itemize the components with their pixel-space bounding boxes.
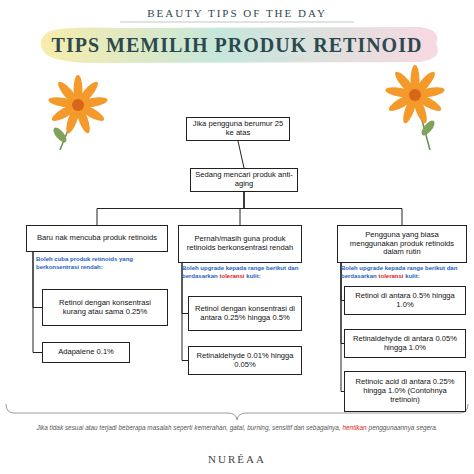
box-text: Retinaldehyde 0.01% hingga 0.05%: [193, 352, 297, 370]
flower-center: [72, 99, 84, 111]
box-content: Retinol di antara 0.5% hingga 1.0%: [349, 292, 461, 310]
footer-note: penggunaannya segera.: [369, 424, 438, 431]
process-box: Retinol di antara 0.5% hingga 1.0%: [344, 286, 466, 315]
box-text: Sedang mencari produk anti-aging: [195, 171, 293, 189]
box-content: Pengguna yang biasa menggunakan produk r…: [342, 231, 462, 258]
box-content: Retinaldehyde 0.01% hingga 0.05%: [193, 352, 297, 370]
note-text-group: Boleh upgrade kepada range berikut dan b…: [182, 265, 307, 281]
brand-name: NURÉAA: [208, 453, 266, 465]
connector-line: [238, 141, 244, 168]
process-box: Retinol dengan konsentrasi kurang atau s…: [42, 289, 168, 326]
note-text: toleransi: [219, 273, 244, 279]
leaf: [51, 126, 69, 145]
process-box: Adapalene 0.1%: [42, 342, 130, 363]
process-box: Sedang mencari produk anti-aging: [190, 168, 298, 192]
box-content: Baru nak mencuba produk retinoids: [37, 234, 157, 243]
box-text: Retinol di antara 0.5% hingga 1.0%: [349, 292, 461, 310]
connector-line: [97, 192, 244, 225]
box-text: Pengguna yang biasa menggunakan produk r…: [342, 231, 462, 258]
connector-line: [244, 192, 402, 225]
flower-center: [409, 89, 421, 101]
process-box: Pengguna yang biasa menggunakan produk r…: [337, 225, 467, 263]
process-box: Baru nak mencuba produk retinoids: [26, 225, 168, 252]
process-box: Retinol dengan konsentrasi di antara 0.2…: [188, 296, 302, 331]
note-text: kulit:: [246, 273, 260, 279]
note-text: kulit:: [405, 273, 419, 279]
rule-line: [120, 22, 354, 23]
process-box: Retinaldehyde di antara 0.05% hingga 1.0…: [344, 329, 466, 358]
box-content: Retinaldehyde di antara 0.05% hingga 1.0…: [349, 335, 461, 353]
box-text: Adapalene 0.1%: [58, 348, 114, 357]
footer-note-group: Jika tidak sesuai atau terjadi beberapa …: [14, 424, 460, 432]
subtitle-group: BEAUTY TIPS OF THE DAY: [0, 6, 474, 20]
note-text-group: Boleh upgrade kepada range berikut dan b…: [341, 265, 469, 281]
box-text: Retinol dengan konsentrasi kurang atau s…: [47, 299, 163, 317]
box-text: Retinaldehyde di antara 0.05% hingga 1.0…: [349, 335, 461, 353]
box-content: Retinol dengan konsentrasi di antara 0.2…: [193, 305, 297, 323]
box-content: Adapalene 0.1%: [58, 348, 114, 357]
footer-note: Jika tidak sesuai atau terjadi beberapa …: [36, 424, 340, 431]
box-content: Jika pengguna berumur 25 ke atas: [191, 120, 285, 138]
box-content: Retinoic acid di antara 0.25% hingga 1.0…: [349, 378, 461, 405]
box-text: Retinol dengan konsentrasi di antara 0.2…: [193, 305, 297, 323]
process-box: Retinoic acid di antara 0.25% hingga 1.0…: [344, 371, 466, 412]
note-text: Boleh cuba produk retinoids yang berkons…: [36, 256, 133, 270]
note-text: toleransi: [378, 273, 403, 279]
flower-right: [385, 65, 446, 150]
box-content: Sedang mencari produk anti-aging: [195, 171, 293, 189]
process-box: Pernah/masih guna produk retinoids berko…: [178, 225, 302, 263]
connector-line: [240, 192, 244, 225]
process-box: Retinaldehyde 0.01% hingga 0.05%: [188, 346, 302, 375]
box-text: Pernah/masih guna produk retinoids berko…: [183, 235, 297, 253]
box-content: Retinol dengan konsentrasi kurang atau s…: [47, 299, 163, 317]
box-text: Jika pengguna berumur 25 ke atas: [191, 120, 285, 138]
box-text: Retinoic acid di antara 0.25% hingga 1.0…: [349, 378, 461, 405]
process-box: Jika pengguna berumur 25 ke atas: [186, 117, 290, 141]
footer-note: hentikan: [343, 424, 367, 431]
brand-name-group: NURÉAA: [0, 452, 474, 466]
diagram-title: TIPS MEMILIH PRODUK RETINOID: [0, 34, 474, 57]
box-content: Pernah/masih guna produk retinoids berko…: [183, 235, 297, 253]
note-text-group: Boleh cuba produk retinoids yang berkons…: [36, 256, 166, 272]
subtitle: BEAUTY TIPS OF THE DAY: [147, 7, 327, 19]
flower-left: [48, 75, 109, 150]
box-text: Baru nak mencuba produk retinoids: [37, 234, 157, 243]
